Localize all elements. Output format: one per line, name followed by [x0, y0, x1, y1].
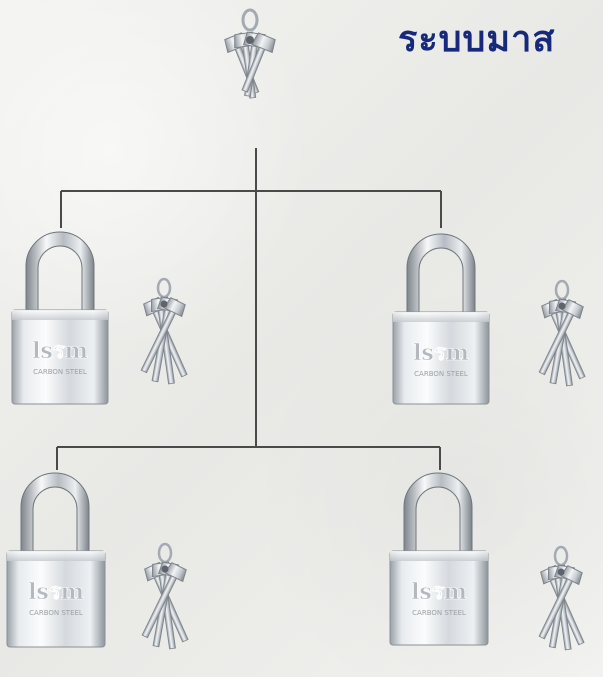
lock-brand-text: lsรm — [32, 338, 88, 364]
lock-brand-text: lsรm — [28, 579, 84, 605]
lock-brand-text: lsรm — [413, 340, 469, 366]
padlock-icon: lsรm CARBON STEEL — [390, 473, 488, 645]
padlock-icon: lsรm CARBON STEEL — [12, 232, 108, 404]
key-bunch-icon — [135, 279, 194, 385]
key-bunch-icon — [136, 544, 195, 650]
lock-subtitle-text: CARBON STEEL — [33, 368, 87, 376]
lock-subtitle-text: CARBON STEEL — [412, 609, 466, 617]
padlock-icon: lsรm CARBON STEEL — [7, 473, 105, 647]
key-bunch-icon — [533, 281, 592, 387]
lock-subtitle-text: CARBON STEEL — [414, 370, 468, 378]
padlock-icon: lsรm CARBON STEEL — [393, 234, 489, 404]
lock-subtitle-text: CARBON STEEL — [29, 609, 83, 617]
master-key-icon — [223, 10, 277, 99]
connector-lines — [57, 148, 441, 470]
key-bunch-icon — [533, 547, 591, 651]
lock-brand-text: lsรm — [411, 579, 467, 605]
